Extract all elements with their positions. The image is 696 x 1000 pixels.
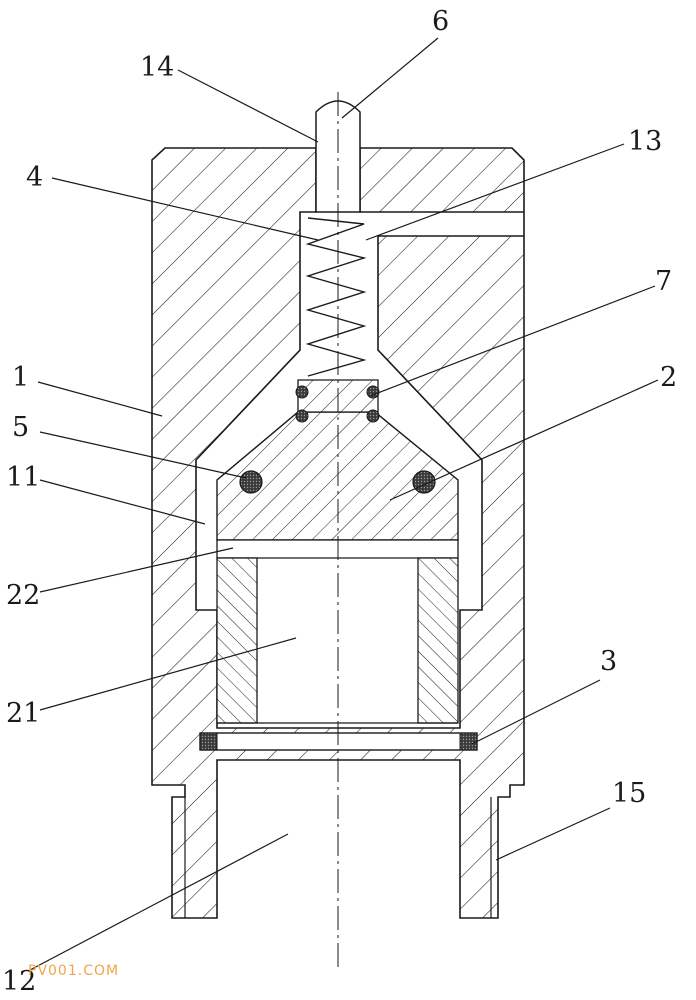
seal-ball-left <box>239 470 263 494</box>
leader-3 <box>471 679 601 745</box>
label-4: 4 <box>26 162 43 193</box>
leader-1 <box>37 381 163 417</box>
leader-6 <box>341 37 439 119</box>
label-14: 14 <box>140 52 174 83</box>
gasket-right-seal <box>459 732 478 751</box>
gasket-left-seal <box>199 732 218 751</box>
label-5: 5 <box>12 412 29 443</box>
label-21: 21 <box>6 698 40 729</box>
leader-7 <box>369 285 656 397</box>
o-ring-left-lower <box>295 409 309 423</box>
leader-11 <box>39 479 206 525</box>
leader-5 <box>39 431 247 479</box>
label-13: 13 <box>628 126 662 157</box>
valve-body <box>151 147 525 919</box>
leader-13 <box>365 143 625 241</box>
leader-2 <box>389 379 659 501</box>
seal-ball-right <box>412 470 436 494</box>
label-6: 6 <box>432 6 449 37</box>
label-12: 12 <box>2 966 36 997</box>
label-1: 1 <box>12 362 29 393</box>
leader-21 <box>39 637 297 711</box>
label-3: 3 <box>600 646 617 677</box>
cylinder-wall-right <box>417 557 459 724</box>
label-7: 7 <box>655 266 672 297</box>
cylinder-wall-left <box>216 557 258 724</box>
o-ring-right-upper <box>366 385 380 399</box>
spring <box>305 217 367 377</box>
leader-4 <box>51 177 319 241</box>
pin-rod <box>315 100 361 213</box>
o-ring-right-lower <box>366 409 380 423</box>
o-ring-left-upper <box>295 385 309 399</box>
watermark-text: PV001.COM <box>28 963 120 979</box>
leader-22 <box>39 547 234 593</box>
label-22: 22 <box>6 580 40 611</box>
leader-15 <box>495 807 611 861</box>
leader-12 <box>29 833 289 971</box>
label-11: 11 <box>6 462 40 493</box>
label-15: 15 <box>612 778 646 809</box>
leader-14 <box>177 69 319 143</box>
label-2: 2 <box>660 362 677 393</box>
